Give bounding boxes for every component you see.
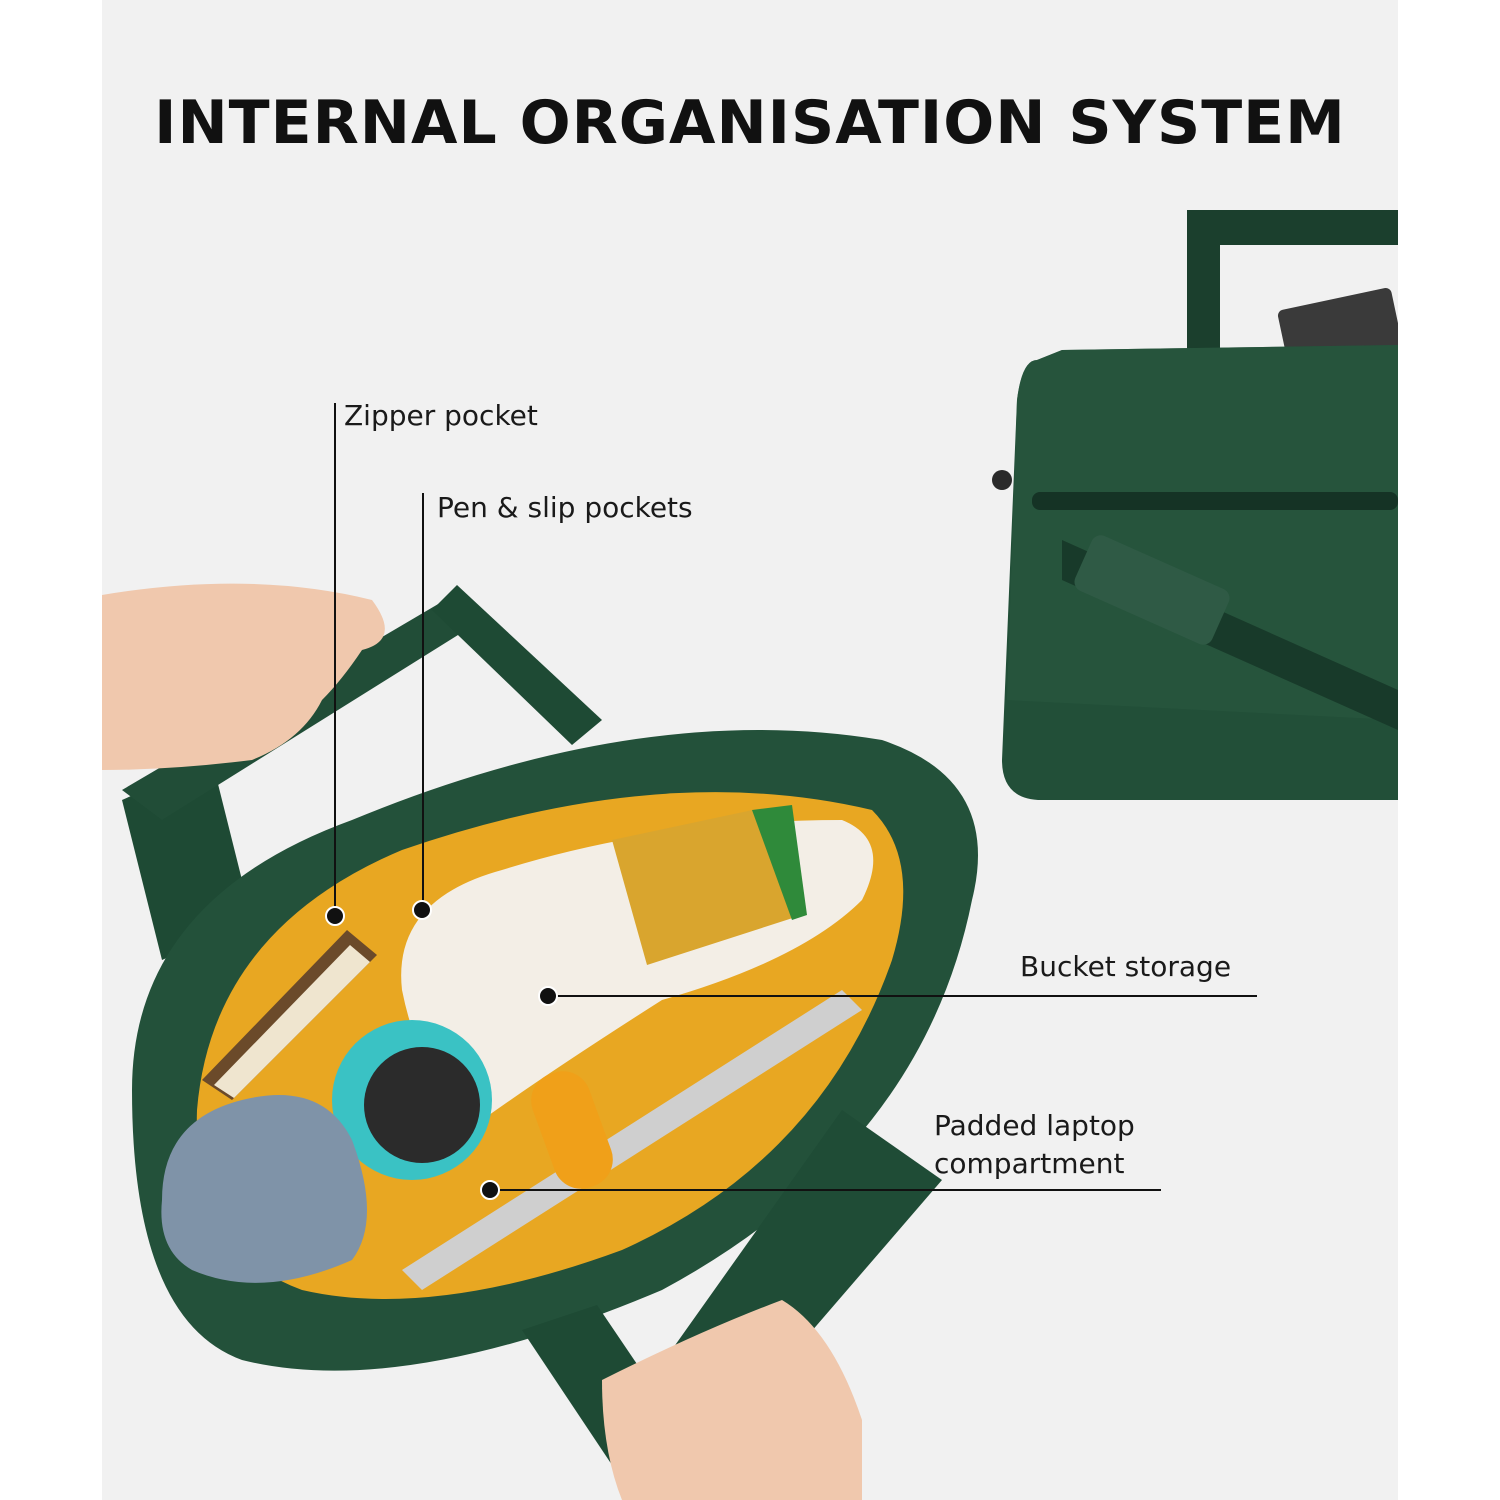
pen-slip-pockets-marker xyxy=(412,900,432,920)
padded-laptop-marker xyxy=(480,1180,500,1200)
zipper-pocket-marker xyxy=(325,906,345,926)
open-bag-image xyxy=(102,583,978,1500)
bucket-storage-label: Bucket storage xyxy=(1020,950,1232,983)
pen-slip-pockets-label: Pen & slip pockets xyxy=(437,491,693,524)
page-title: INTERNAL ORGANISATION SYSTEM xyxy=(154,88,1346,158)
zipper-pocket-leader xyxy=(334,403,336,918)
product-infographic: INTERNAL ORGANISATION SYSTEM xyxy=(102,0,1398,1500)
padded-laptop-label-line2: compartment xyxy=(934,1147,1125,1180)
closed-bag-image xyxy=(992,210,1398,800)
bag-photo xyxy=(102,210,1398,1500)
padded-laptop-leader xyxy=(489,1189,1161,1191)
padded-laptop-label-line1: Padded laptop xyxy=(934,1109,1135,1142)
bucket-storage-leader xyxy=(547,995,1257,997)
bucket-storage-marker xyxy=(538,986,558,1006)
pen-slip-pockets-leader xyxy=(422,493,424,911)
zipper-pocket-label: Zipper pocket xyxy=(344,399,538,432)
